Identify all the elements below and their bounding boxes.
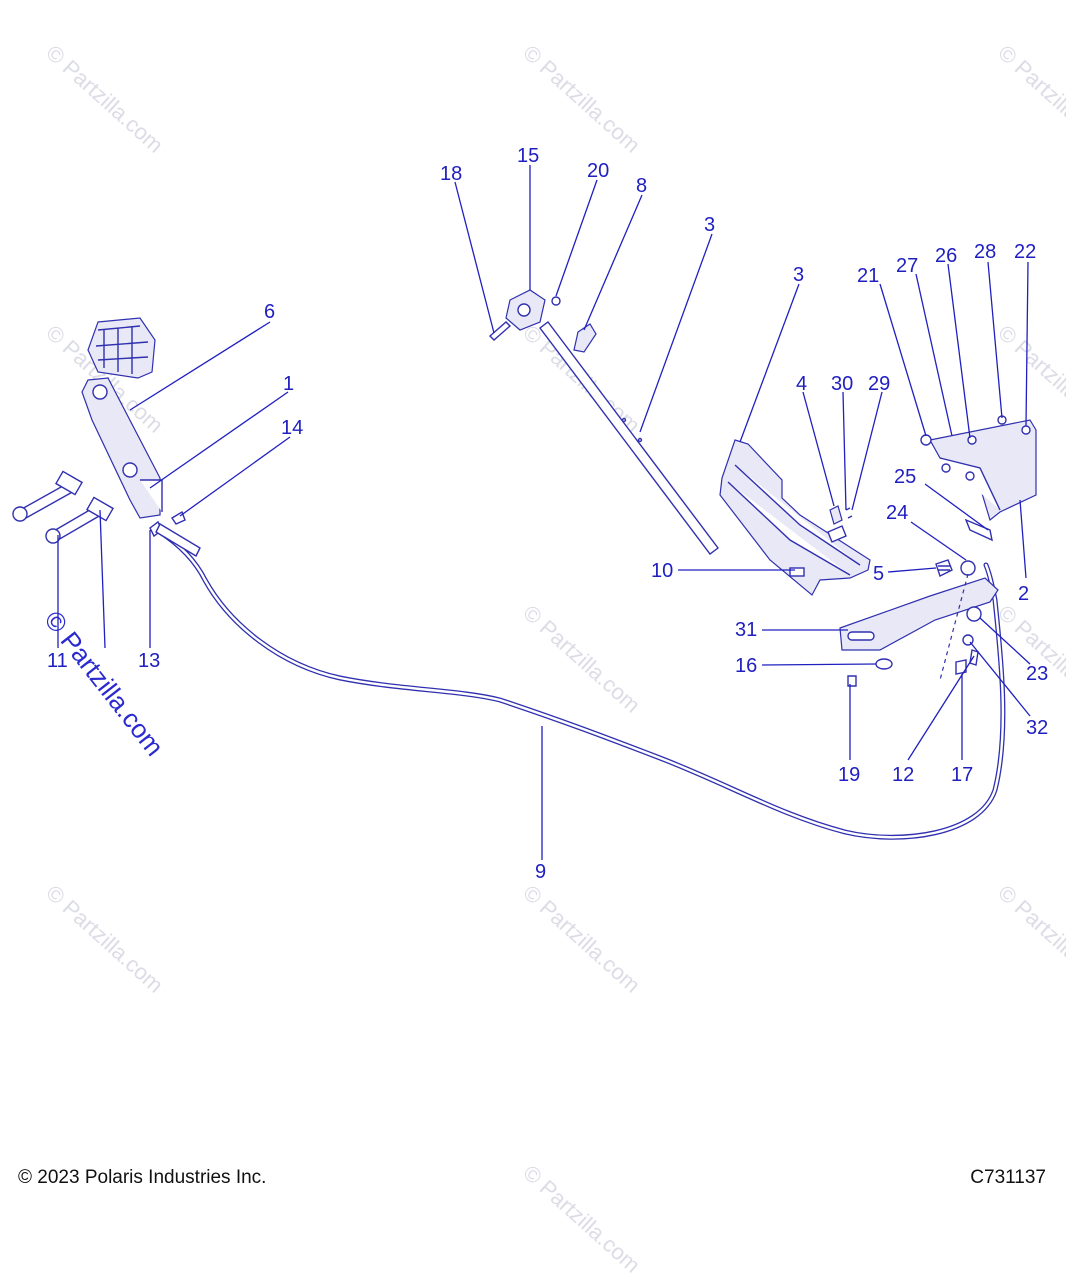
callout-1: 1 xyxy=(283,373,294,395)
callout-23: 23 xyxy=(1026,663,1048,685)
callout-12: 12 xyxy=(892,764,914,786)
copyright-notice: © 2023 Polaris Industries Inc. xyxy=(18,1167,267,1188)
callout-15: 15 xyxy=(517,145,539,167)
lever-arm xyxy=(839,577,999,651)
bolt-and-sleeve-parts xyxy=(12,470,186,544)
callout-11: 11 xyxy=(47,650,68,672)
diagram-code: C731137 xyxy=(970,1167,1046,1188)
callout-29: 29 xyxy=(868,373,890,395)
callout-17: 17 xyxy=(951,764,973,786)
callout-5: 5 xyxy=(873,563,884,585)
upper-lever-parts xyxy=(488,289,597,353)
callout-18: 18 xyxy=(440,163,462,185)
callout-10: 10 xyxy=(651,560,673,582)
return-spring xyxy=(935,518,993,577)
mounting-bracket xyxy=(719,439,871,596)
callout-6: 6 xyxy=(264,301,275,323)
upper-right-bracket xyxy=(920,415,1037,522)
callout-16: 16 xyxy=(735,655,757,677)
callout-13: 13 xyxy=(138,650,160,672)
callout-31: 31 xyxy=(735,619,757,641)
callout-20: 20 xyxy=(587,160,609,182)
brake-cable xyxy=(155,523,1006,840)
parts-diagram: 1 2 3 3 4 5 6 8 9 10 11 12 13 14 15 16 1… xyxy=(12,145,1048,883)
callout-32: 32 xyxy=(1026,717,1048,739)
callout-8: 8 xyxy=(636,175,647,197)
callout-14: 14 xyxy=(281,417,303,439)
callout-24: 24 xyxy=(886,502,908,524)
callout-2: 2 xyxy=(1018,583,1029,605)
pedal-pad-assembly xyxy=(87,317,156,379)
callout-30: 30 xyxy=(831,373,853,395)
callout-27: 27 xyxy=(896,255,918,277)
callout-9: 9 xyxy=(535,861,546,883)
pedal-bracket xyxy=(81,377,163,519)
callout-25: 25 xyxy=(894,466,916,488)
callout-19: 19 xyxy=(838,764,860,786)
pedal-shaft xyxy=(539,321,719,555)
callout-labels: 1 2 3 3 4 5 6 8 9 10 11 12 13 14 15 16 1… xyxy=(47,145,1048,883)
callout-26: 26 xyxy=(935,245,957,267)
leader-lines xyxy=(57,165,1031,860)
callout-22: 22 xyxy=(1014,241,1036,263)
callout-3: 3 xyxy=(793,264,804,286)
callout-4: 4 xyxy=(796,373,807,395)
callout-3: 3 xyxy=(704,214,715,236)
small-hardware xyxy=(847,573,979,687)
callout-28: 28 xyxy=(974,241,996,263)
callout-21: 21 xyxy=(857,265,879,287)
